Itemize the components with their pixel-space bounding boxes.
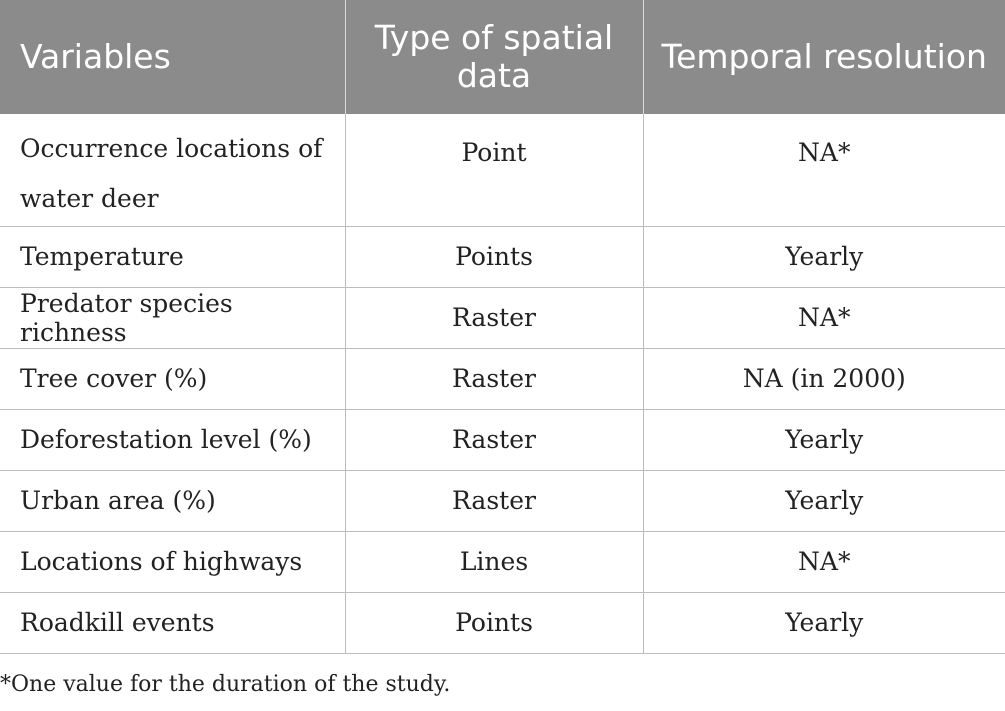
header-variables: Variables [0,0,346,114]
cell-temporal-resolution: NA* [643,531,1005,593]
cell-temporal-resolution: Yearly [643,592,1005,654]
cell-variable: Tree cover (%) [0,348,346,410]
cell-temporal-resolution: Yearly [643,470,1005,532]
table-body: Occurrence locations of water deer Point… [0,114,1005,654]
cell-spatial-type: Points [345,226,644,288]
cell-temporal-resolution: NA (in 2000) [643,348,1005,410]
variables-table: Variables Type of spatial data Temporal … [0,0,1005,654]
header-type-of-spatial-data: Type of spatial data [345,0,644,114]
header-temporal-resolution: Temporal resolution [643,0,1005,114]
cell-spatial-type: Raster [345,409,644,471]
header-row: Variables Type of spatial data Temporal … [0,0,1005,114]
table-header: Variables Type of spatial data Temporal … [0,0,1005,114]
cell-temporal-resolution: NA* [643,114,1005,227]
table-row: Urban area (%) Raster Yearly [0,470,1005,532]
cell-variable: Temperature [0,226,346,288]
cell-spatial-type: Lines [345,531,644,593]
table-row: Locations of highways Lines NA* [0,531,1005,593]
cell-variable: Occurrence locations of water deer [0,114,346,227]
cell-variable: Predator species richness [0,287,346,349]
table-row: Roadkill events Points Yearly [0,592,1005,654]
cell-variable: Urban area (%) [0,470,346,532]
table-footnote: *One value for the duration of the study… [0,672,451,697]
cell-temporal-resolution: Yearly [643,226,1005,288]
cell-variable: Roadkill events [0,592,346,654]
cell-spatial-type: Points [345,592,644,654]
table-row: Deforestation level (%) Raster Yearly [0,409,1005,471]
cell-spatial-type: Raster [345,470,644,532]
table-row: Occurrence locations of water deer Point… [0,114,1005,227]
table-row: Tree cover (%) Raster NA (in 2000) [0,348,1005,410]
data-table-container: Variables Type of spatial data Temporal … [0,0,1005,654]
table-row: Predator species richness Raster NA* [0,287,1005,349]
table-row: Temperature Points Yearly [0,226,1005,288]
cell-spatial-type: Raster [345,348,644,410]
cell-temporal-resolution: NA* [643,287,1005,349]
cell-spatial-type: Point [345,114,644,227]
cell-temporal-resolution: Yearly [643,409,1005,471]
cell-spatial-type: Raster [345,287,644,349]
cell-variable: Deforestation level (%) [0,409,346,471]
cell-variable: Locations of highways [0,531,346,593]
